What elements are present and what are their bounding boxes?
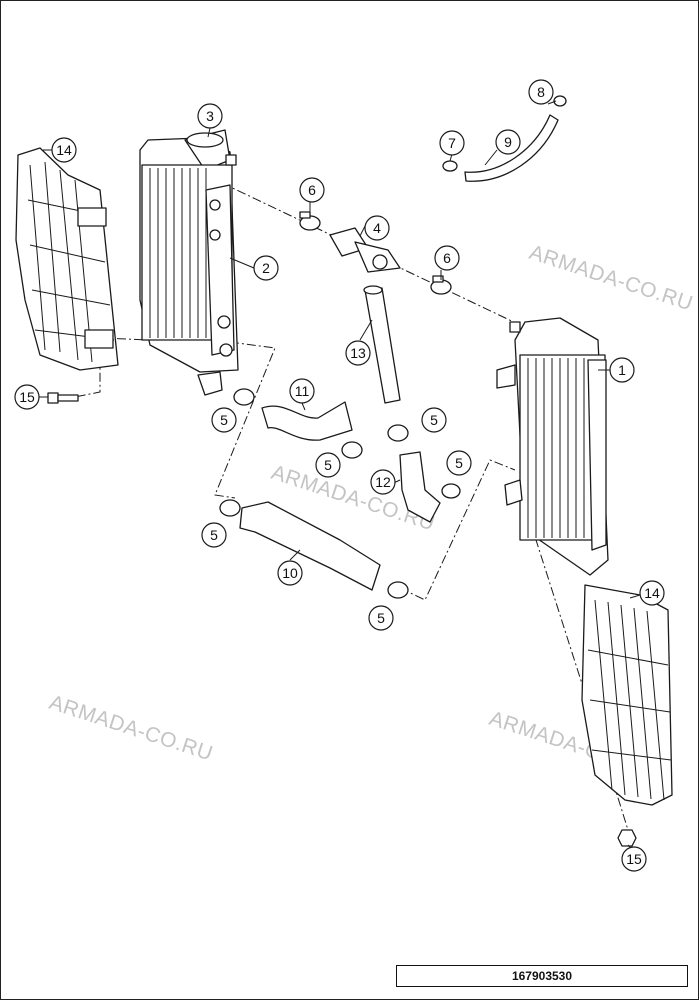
svg-text:3: 3: [206, 108, 214, 124]
callout-5: 5: [368, 605, 394, 631]
svg-text:15: 15: [19, 389, 35, 405]
svg-text:5: 5: [220, 412, 228, 428]
bolt-left: [47, 392, 79, 404]
callout-6: 6: [434, 245, 460, 271]
small-clamp: [442, 160, 458, 172]
callout-5: 5: [211, 407, 237, 433]
hose-clamp: [219, 499, 241, 517]
watermark: ARMADA-CO.RU: [46, 691, 215, 766]
svg-text:11: 11: [295, 383, 310, 399]
leader-line: [359, 225, 366, 237]
hose-clamp: [387, 581, 409, 599]
thermostat-housing: [329, 227, 401, 273]
assembly-line: [214, 341, 276, 499]
small-clamp: [553, 95, 567, 107]
svg-text:1: 1: [618, 362, 626, 378]
svg-text:5: 5: [455, 455, 463, 471]
radiator-guard-right: [581, 584, 673, 806]
radiator-cap: [186, 132, 224, 148]
assembly-line: [399, 459, 516, 601]
radiator-left: [139, 129, 239, 396]
svg-text:12: 12: [375, 474, 391, 490]
svg-text:7: 7: [448, 135, 456, 151]
svg-text:13: 13: [350, 345, 366, 361]
callout-3: 3: [197, 103, 223, 129]
callout-6: 6: [299, 177, 325, 203]
callout-8: 8: [528, 79, 554, 105]
svg-text:9: 9: [504, 134, 512, 150]
svg-text:10: 10: [282, 565, 298, 581]
hose-clamp: [430, 275, 452, 295]
watermark: ARMADA-CO.RU: [526, 241, 695, 316]
svg-text:5: 5: [430, 412, 438, 428]
svg-text:6: 6: [443, 250, 451, 266]
svg-text:8: 8: [537, 84, 545, 100]
bent-hose-upper: [261, 401, 353, 441]
callout-15: 15: [621, 846, 647, 872]
callout-1: 1: [609, 357, 635, 383]
callout-5: 5: [315, 452, 341, 478]
hose-clamp: [441, 483, 461, 499]
svg-text:5: 5: [210, 527, 218, 543]
svg-text:14: 14: [56, 142, 72, 158]
svg-text:5: 5: [377, 610, 385, 626]
leader-line: [629, 594, 641, 599]
callout-5: 5: [201, 522, 227, 548]
svg-text:6: 6: [308, 182, 316, 198]
callout-14: 14: [51, 137, 77, 163]
leader-line: [207, 127, 211, 138]
callout-2: 2: [253, 255, 279, 281]
leader-line: [484, 149, 498, 166]
straight-hose: [364, 287, 401, 404]
breather-hose: [464, 114, 559, 182]
callout-9: 9: [495, 129, 521, 155]
leader-line: [359, 319, 373, 341]
svg-text:14: 14: [644, 585, 660, 601]
callout-10: 10: [277, 560, 303, 586]
long-hose: [239, 501, 381, 591]
svg-text:5: 5: [324, 457, 332, 473]
leader-line: [229, 257, 255, 269]
leader-line: [289, 549, 301, 561]
callout-13: 13: [345, 340, 371, 366]
hose-clamp: [341, 441, 363, 459]
callout-5: 5: [446, 450, 472, 476]
svg-text:2: 2: [262, 260, 270, 276]
svg-text:4: 4: [373, 220, 381, 236]
hose-clamp: [387, 424, 409, 442]
callout-15: 15: [14, 384, 40, 410]
nut-right: [617, 829, 637, 847]
document-number: 167903530: [396, 965, 688, 987]
leader-line: [301, 402, 306, 411]
callout-7: 7: [439, 130, 465, 156]
radiator-right: [496, 317, 609, 576]
callout-4: 4: [364, 215, 390, 241]
bent-hose-lower: [399, 451, 441, 523]
callout-11: 11: [289, 378, 315, 404]
callout-12: 12: [370, 469, 396, 495]
hose-clamp: [233, 388, 255, 406]
callout-14: 14: [639, 580, 665, 606]
leader-line: [547, 100, 557, 105]
callout-5: 5: [421, 407, 447, 433]
svg-text:15: 15: [626, 851, 642, 867]
radiator-guard-left: [15, 147, 119, 371]
